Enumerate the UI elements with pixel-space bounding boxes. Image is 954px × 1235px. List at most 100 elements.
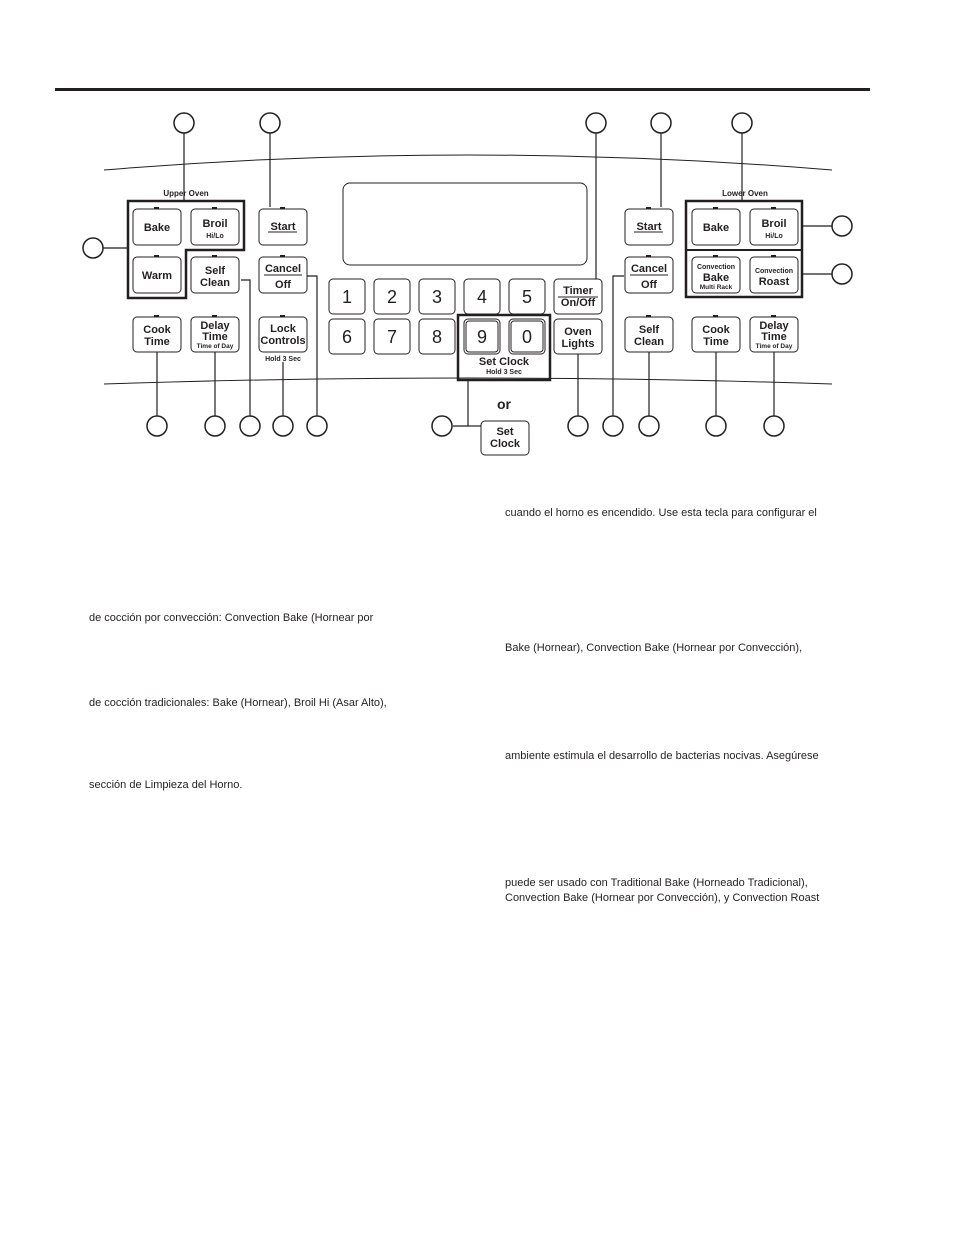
digit-key-1[interactable] bbox=[328, 278, 366, 315]
digit-label: 4 bbox=[477, 287, 487, 307]
timer-label: Timer bbox=[563, 285, 593, 297]
convection-bake-key[interactable] bbox=[691, 256, 741, 294]
conv-roast-top-label: Convection bbox=[755, 268, 793, 275]
lower-broil-key[interactable] bbox=[749, 208, 799, 246]
lower-start-label: Start bbox=[636, 221, 661, 233]
callout-circle bbox=[831, 263, 853, 285]
digit-label: 8 bbox=[432, 327, 442, 347]
upper-time-label: Time bbox=[144, 336, 169, 348]
upper-off-label: Off bbox=[275, 279, 291, 291]
digit-key-8[interactable] bbox=[418, 318, 456, 355]
upper-bake-key[interactable] bbox=[132, 208, 182, 246]
or-label: or bbox=[497, 396, 512, 412]
digit-key-5[interactable] bbox=[508, 278, 546, 315]
callout-circle bbox=[431, 415, 453, 437]
upper-cancel-label: Cancel bbox=[265, 263, 301, 275]
callout-circle bbox=[146, 415, 168, 437]
callout-circle bbox=[763, 415, 785, 437]
convection-roast-key[interactable] bbox=[749, 256, 799, 294]
upper-self-label: Self bbox=[205, 265, 226, 277]
callout-circle bbox=[638, 415, 660, 437]
digit-key-2[interactable] bbox=[373, 278, 411, 315]
set-label: Set bbox=[496, 426, 513, 438]
callout-circle bbox=[306, 415, 328, 437]
body-text-line: sección de Limpieza del Horno. bbox=[89, 779, 243, 791]
panel-bottom-edge bbox=[103, 377, 833, 385]
top-rule bbox=[55, 88, 870, 91]
upper-cook-time-key[interactable] bbox=[132, 316, 182, 353]
oven-label: Oven bbox=[564, 326, 592, 338]
lower-bake-label: Bake bbox=[703, 222, 729, 234]
set-clock-group-sublabel: Hold 3 Sec bbox=[486, 369, 522, 376]
lower-delay-time-label: Time bbox=[761, 331, 786, 343]
body-text-line: de cocción tradicionales: Bake (Hornear)… bbox=[89, 697, 387, 709]
conv-bake-label: Bake bbox=[703, 272, 729, 284]
digit-key-7[interactable] bbox=[373, 318, 411, 355]
lower-self-label: Self bbox=[639, 324, 660, 336]
body-text-line: Convection Bake (Hornear por Convección)… bbox=[505, 892, 820, 904]
upper-delay-time-label: Time bbox=[202, 331, 227, 343]
callout-leaders bbox=[103, 133, 832, 427]
callout-circle bbox=[831, 215, 853, 237]
callout-circle bbox=[731, 112, 753, 134]
timer-onoff-label: On/Off bbox=[561, 297, 596, 309]
body-text-line: ambiente estimula el desarrollo de bacte… bbox=[505, 750, 819, 762]
oven-lights-key[interactable] bbox=[553, 318, 603, 355]
lower-cook-time-key[interactable] bbox=[691, 316, 741, 353]
upper-broil-key[interactable] bbox=[190, 208, 240, 246]
upper-bake-label: Bake bbox=[144, 222, 170, 234]
callout-circles bbox=[82, 112, 853, 437]
clock-label: Clock bbox=[490, 438, 521, 450]
upper-delay-sublabel: Time of Day bbox=[197, 343, 234, 350]
lower-oven-label: Lower Oven bbox=[722, 189, 768, 198]
lower-cancel-label: Cancel bbox=[631, 263, 667, 275]
digit-key-6[interactable] bbox=[328, 318, 366, 355]
digit-label: 1 bbox=[342, 287, 352, 307]
lower-broil-label: Broil bbox=[761, 218, 786, 230]
callout-circle bbox=[239, 415, 261, 437]
callout-circle bbox=[567, 415, 589, 437]
conv-bake-sublabel: Multi Rack bbox=[700, 284, 733, 291]
body-text-line: puede ser usado con Traditional Bake (Ho… bbox=[505, 877, 808, 889]
lock-controls-key[interactable] bbox=[258, 316, 308, 353]
controls-label: Controls bbox=[260, 335, 305, 347]
digit-key-4[interactable] bbox=[463, 278, 501, 315]
lower-off-label: Off bbox=[641, 279, 657, 291]
set-clock-key[interactable] bbox=[480, 420, 530, 456]
body-text-line: de cocción por convección: Convection Ba… bbox=[89, 612, 374, 624]
upper-start-label: Start bbox=[270, 221, 295, 233]
set-clock-group-label: Set Clock bbox=[479, 356, 530, 368]
callout-circle bbox=[259, 112, 281, 134]
upper-warm-key[interactable] bbox=[132, 256, 182, 294]
upper-warm-label: Warm bbox=[142, 270, 172, 282]
upper-self-clean-key[interactable] bbox=[190, 256, 240, 294]
callout-circle bbox=[705, 415, 727, 437]
lower-start-key[interactable] bbox=[624, 208, 674, 246]
set-clock-group-frame bbox=[456, 313, 552, 382]
callout-circle bbox=[173, 112, 195, 134]
lower-time-label: Time bbox=[703, 336, 728, 348]
upper-cook-label: Cook bbox=[143, 324, 171, 336]
callout-circle bbox=[650, 112, 672, 134]
lights-label: Lights bbox=[562, 338, 595, 350]
upper-oven-group-frame bbox=[126, 199, 246, 300]
conv-roast-label: Roast bbox=[759, 276, 790, 288]
lower-delay-label: Delay bbox=[759, 320, 789, 332]
lower-delay-sublabel: Time of Day bbox=[756, 343, 793, 350]
lower-delay-time-key[interactable] bbox=[749, 316, 799, 353]
digit-key-3[interactable] bbox=[418, 278, 456, 315]
upper-start-key[interactable] bbox=[258, 208, 308, 246]
digit-label: 9 bbox=[477, 327, 487, 347]
callout-circle bbox=[204, 415, 226, 437]
lower-clean-label: Clean bbox=[634, 336, 664, 348]
lower-bake-key[interactable] bbox=[691, 208, 741, 246]
callout-circle bbox=[272, 415, 294, 437]
callout-circle bbox=[82, 237, 104, 259]
body-text-line: cuando el horno es encendido. Use esta t… bbox=[505, 507, 817, 519]
lower-self-clean-key[interactable] bbox=[624, 316, 674, 353]
lock-label: Lock bbox=[270, 323, 297, 335]
callout-circle bbox=[602, 415, 624, 437]
upper-delay-time-key[interactable] bbox=[190, 316, 240, 353]
control-panel-diagram: Upper Oven Lower Oven bbox=[82, 112, 853, 456]
upper-broil-label: Broil bbox=[202, 218, 227, 230]
